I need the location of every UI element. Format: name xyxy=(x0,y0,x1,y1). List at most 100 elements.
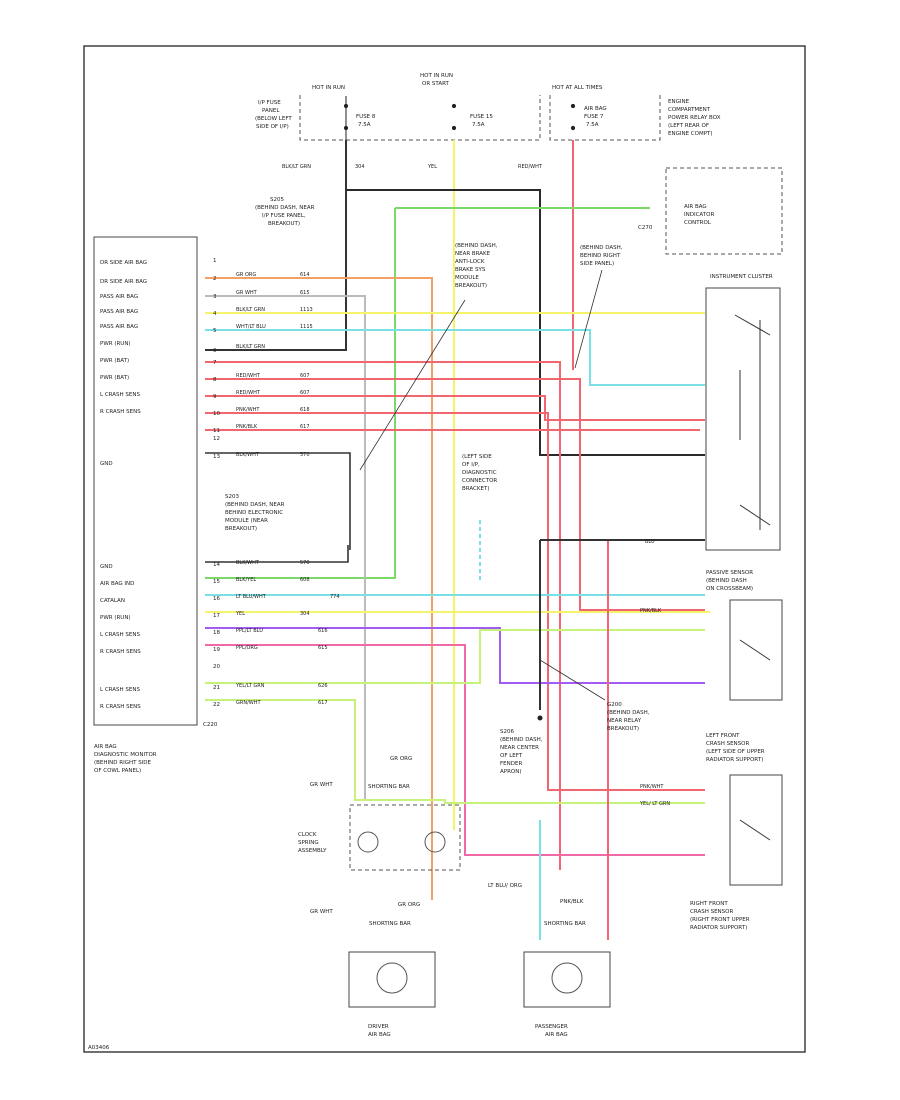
s-right-3: SIDE PANEL) xyxy=(580,261,614,267)
pin11-wire: PNK/WHT xyxy=(236,407,260,413)
passenger-airbag-icon xyxy=(551,962,583,994)
wire-ppl-615 xyxy=(205,644,705,856)
module-title-3: (BEHIND RIGHT SIDE xyxy=(94,760,152,766)
module-s203-3: BEHIND ELECTRONIC xyxy=(225,510,283,516)
pin-name-19: R CRASH SENS xyxy=(100,649,141,655)
pin-name-7: PWR (RUN) xyxy=(100,341,131,347)
g-leader xyxy=(539,659,606,701)
pin-num-2: 2 xyxy=(213,276,217,282)
pin16-circ: 774 xyxy=(330,594,340,600)
pin-name-15: AIR BAG IND xyxy=(100,581,134,587)
shorting-bar-driver: SHORTING BAR xyxy=(369,921,411,927)
pin2-wire: GR ORG xyxy=(236,272,256,278)
wire-pnk-617 xyxy=(205,412,705,791)
pin17-wire: YEL xyxy=(235,611,245,617)
pin-name-16: CATALAN xyxy=(100,598,125,604)
s-rad-1: (LEFT SIDE xyxy=(462,454,492,460)
pass-2: AIR BAG xyxy=(545,1032,568,1038)
left-front-1: LEFT FRONT xyxy=(706,733,740,739)
pin5-circ: 1115 xyxy=(300,324,313,330)
pin4-circ: 1113 xyxy=(300,307,313,313)
pin-num-16: 16 xyxy=(213,596,220,602)
right-front-3: (RIGHT FRONT UPPER xyxy=(690,917,750,923)
pnkwht-label: PNK/WHT xyxy=(640,784,664,790)
shorting-bar-top: SHORTING BAR xyxy=(368,784,410,790)
pin16-wire: LT BLU/WHT xyxy=(236,594,267,600)
pin-num-14: 14 xyxy=(213,562,220,568)
engine-box-4: (LEFT REAR OF xyxy=(668,123,709,129)
fuse15-1: FUSE 15 xyxy=(470,114,493,120)
pin-name-18: L CRASH SENS xyxy=(100,632,140,638)
module-s203-1: S203 xyxy=(225,494,239,500)
right-leader xyxy=(574,269,603,369)
s-rad-4: CONNECTOR xyxy=(462,478,497,484)
module-upper-pins: DR SIDE AIR BAG DR SIDE AIR BAG PASS AIR… xyxy=(100,260,147,467)
wire-grn-down xyxy=(205,208,396,579)
s-brake-5: MODULE xyxy=(455,275,479,281)
pin15-circ: 608 xyxy=(300,577,310,583)
pin-num-11: 11 xyxy=(213,428,220,434)
center-6: APRON) xyxy=(500,769,522,775)
pin21-circ: 626 xyxy=(318,683,328,689)
pin10-circ: 607 xyxy=(300,390,310,396)
pin-name-2: DR SIDE AIR BAG xyxy=(100,260,147,266)
right-front-4: RADIATOR SUPPORT) xyxy=(690,925,747,931)
pin-name-17: PWR (RUN) xyxy=(100,615,131,621)
center-2: (BEHIND DASH, xyxy=(500,737,543,743)
pin-num-20: 20 xyxy=(213,664,220,670)
hot-run-start-1: HOT IN RUN xyxy=(420,73,453,79)
pin5-wire: WHT/LT BLU xyxy=(236,324,266,330)
fuse7-2: FUSE 7 xyxy=(584,114,604,120)
brake-splice-note: (BEHIND DASH, NEAR BRAKE ANTI-LOCK BRAKE… xyxy=(455,243,498,289)
center-3: NEAR CENTER xyxy=(500,745,539,751)
module-s203-5: BREAKOUT) xyxy=(225,526,257,532)
pin-name-4: PASS AIR BAG xyxy=(100,294,138,300)
pin4-wire: BLK/LT GRN xyxy=(236,307,265,313)
grwht-driver: GR WHT xyxy=(310,909,333,915)
c220-label: C220 xyxy=(203,722,218,728)
s-brake-2: NEAR BRAKE xyxy=(455,251,491,257)
wire-blk-grn-top: BLK/LT GRN xyxy=(282,164,311,170)
indicator-3: CONTROL xyxy=(684,220,712,226)
module-s203-4: MODULE (NEAR xyxy=(225,518,268,524)
ip-fuse-panel-2: PANEL xyxy=(262,108,280,114)
center-5: FENDER xyxy=(500,761,522,767)
wire-pnk-618 xyxy=(205,395,705,421)
pin-numbers-upper: 1 2 3 4 5 6 7 8 9 10 11 12 13 xyxy=(213,258,220,460)
pin-name-10: L CRASH SENS xyxy=(100,392,140,398)
passenger-airbag-box xyxy=(523,951,611,1008)
s205-1: S205 xyxy=(270,197,284,203)
wire-s203-loop xyxy=(205,452,351,550)
shorting-bar-pass: SHORTING BAR xyxy=(544,921,586,927)
g-4: BREAKOUT) xyxy=(607,726,639,732)
driver-airbag-icon xyxy=(376,962,408,994)
right-front-2: CRASH SENSOR xyxy=(690,909,733,915)
driver-airbag-box xyxy=(348,951,436,1008)
g-1: G200 xyxy=(607,702,622,708)
module-s203-2: (BEHIND DASH, NEAR xyxy=(225,502,285,508)
instrument-cluster-label: INSTRUMENT CLUSTER xyxy=(710,274,773,280)
s-brake-4: BRAKE SYS xyxy=(455,267,486,273)
s-rad-2: OF I/P, xyxy=(462,462,480,468)
engine-box-5: ENGINE COMPT) xyxy=(668,131,713,137)
pin2-circ: 614 xyxy=(300,272,310,278)
lower-wire-labels: BLK/WHT 570 BLK/YEL 608 LT BLU/WHT 774 Y… xyxy=(235,560,340,706)
figure-id: A03406 xyxy=(88,1045,110,1051)
clock-3: ASSEMBLY xyxy=(298,848,327,854)
s-rad-3: DIAGNOSTIC xyxy=(462,470,497,476)
passive-3: ON CROSSBEAM) xyxy=(706,586,753,592)
ground-point xyxy=(537,715,543,721)
pin-name-8: PWR (BAT) xyxy=(100,358,129,364)
wire-cyn-1115 xyxy=(205,329,705,386)
g-label: G200 (BEHIND DASH, NEAR RELAY BREAKOUT) xyxy=(607,702,650,732)
fuse7-1: AIR BAG xyxy=(584,106,607,112)
passive-2: (BEHIND DASH xyxy=(706,578,747,584)
pin-num-19: 19 xyxy=(213,647,220,653)
pin-num-17: 17 xyxy=(213,613,220,619)
pin18-circ: 616 xyxy=(318,628,328,634)
fuse8-1: FUSE 8 xyxy=(356,114,376,120)
hot-run-label: HOT IN RUN xyxy=(312,85,345,91)
fuse8-2: 7.5A xyxy=(358,122,371,128)
yelgrn-label: YEL/ LT GRN xyxy=(639,801,670,807)
